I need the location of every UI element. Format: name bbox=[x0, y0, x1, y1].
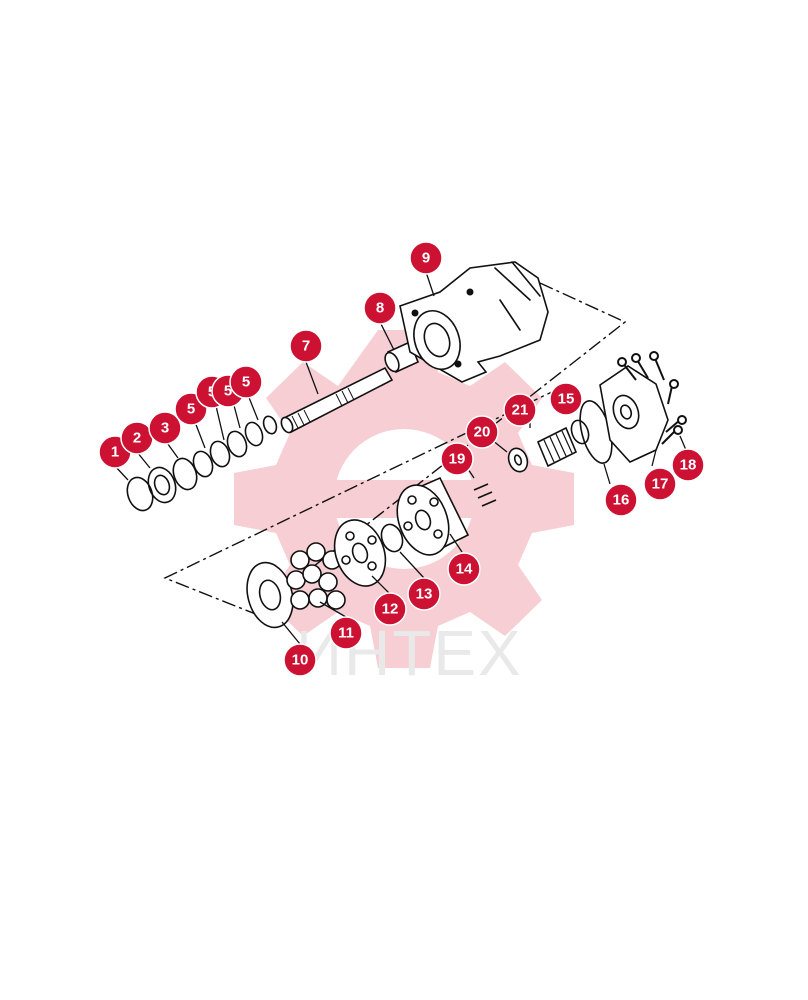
motor-housing-part bbox=[399, 261, 549, 383]
callout-marker: 17 bbox=[643, 467, 677, 501]
callout-circle bbox=[604, 483, 638, 517]
callout-marker: 12 bbox=[373, 592, 407, 626]
callout-number: 5 bbox=[242, 374, 250, 391]
callout-number: 5 bbox=[187, 401, 195, 418]
thrust-plate-part bbox=[246, 561, 294, 629]
callout-marker: 19 bbox=[440, 442, 474, 476]
shaft-seal-part bbox=[147, 466, 177, 504]
callout-number: 17 bbox=[652, 476, 669, 493]
callout-number: 10 bbox=[292, 652, 309, 669]
callout-marker: 14 bbox=[447, 552, 481, 586]
piston-set-part bbox=[286, 542, 346, 610]
pivot-ball-part bbox=[380, 523, 404, 553]
callout-circle bbox=[373, 592, 407, 626]
callout-circle bbox=[409, 241, 443, 275]
callout-number: 18 bbox=[680, 457, 697, 474]
callout-number: 21 bbox=[512, 402, 529, 419]
callout-markers: 1235555789101112131415161718192021 bbox=[98, 241, 705, 677]
callout-marker: 3 bbox=[148, 411, 182, 445]
callout-circle bbox=[549, 382, 583, 416]
callout-number: 8 bbox=[376, 300, 384, 317]
callout-number: 19 bbox=[449, 451, 466, 468]
callout-number: 15 bbox=[558, 391, 575, 408]
drive-shaft-part bbox=[280, 366, 394, 434]
callout-marker: 10 bbox=[283, 643, 317, 677]
callout-number: 12 bbox=[382, 601, 399, 618]
washer-part bbox=[507, 447, 529, 473]
callout-number: 20 bbox=[474, 424, 491, 441]
callout-marker: 18 bbox=[671, 448, 705, 482]
callout-circle bbox=[283, 643, 317, 677]
callout-marker: 20 bbox=[465, 415, 499, 449]
bolts-part bbox=[617, 351, 687, 445]
callout-marker: 5 bbox=[229, 365, 263, 399]
callout-circle bbox=[407, 577, 441, 611]
retainer-plate-part bbox=[333, 519, 387, 587]
assembly-frame-lines bbox=[163, 282, 627, 616]
callout-marker: 21 bbox=[503, 393, 537, 427]
callout-circle bbox=[503, 393, 537, 427]
callout-marker: 13 bbox=[407, 577, 441, 611]
callout-number: 7 bbox=[302, 338, 310, 355]
callout-circle bbox=[643, 467, 677, 501]
callout-number: 11 bbox=[338, 625, 354, 642]
callout-number: 9 bbox=[422, 250, 430, 267]
pins-part bbox=[473, 483, 497, 507]
callout-circle bbox=[363, 291, 397, 325]
callout-circle bbox=[447, 552, 481, 586]
callout-number: 3 bbox=[161, 420, 169, 437]
callout-marker: 7 bbox=[289, 329, 323, 363]
callout-number: 13 bbox=[416, 586, 433, 603]
callout-circle bbox=[465, 415, 499, 449]
callout-number: 1 bbox=[111, 444, 119, 461]
watermark-text: ИНТЕХ bbox=[296, 617, 523, 689]
callout-circle bbox=[671, 448, 705, 482]
callout-marker: 2 bbox=[120, 421, 154, 455]
callout-marker: 8 bbox=[363, 291, 397, 325]
retaining-ring-part bbox=[126, 476, 154, 512]
callout-marker: 15 bbox=[549, 382, 583, 416]
end-cover-part bbox=[599, 365, 669, 463]
callout-marker: 9 bbox=[409, 241, 443, 275]
callout-marker: 11 bbox=[329, 616, 363, 650]
callout-number: 14 bbox=[456, 561, 473, 578]
callout-circle bbox=[329, 616, 363, 650]
callout-circle bbox=[229, 365, 263, 399]
callout-number: 16 bbox=[613, 492, 630, 509]
spring-spool-part bbox=[536, 426, 578, 468]
callout-circle bbox=[440, 442, 474, 476]
washer-rings-part bbox=[172, 415, 278, 491]
callout-circle bbox=[289, 329, 323, 363]
cylinder-block-part bbox=[396, 476, 470, 556]
callout-number: 5 bbox=[224, 383, 232, 400]
callout-marker: 16 bbox=[604, 483, 638, 517]
callout-circle bbox=[148, 411, 182, 445]
callout-number: 2 bbox=[133, 430, 141, 447]
